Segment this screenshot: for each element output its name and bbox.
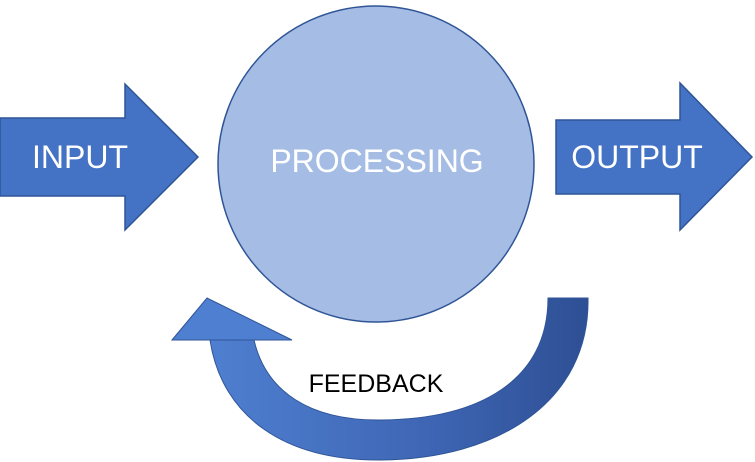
feedback-label: FEEDBACK [309, 370, 444, 398]
feedback-arrow: FEEDBACK [170, 297, 589, 461]
output-arrow: OUTPUT [555, 81, 754, 232]
input-arrow-shape [0, 82, 200, 232]
processing-node: PROCESSING [217, 5, 535, 323]
input-label: INPUT [32, 139, 128, 175]
feedback-arrow-head [170, 297, 293, 341]
processing-label: PROCESSING [270, 143, 483, 179]
output-arrow-shape [555, 81, 754, 232]
input-arrow: INPUT [0, 82, 200, 232]
output-label: OUTPUT [571, 139, 703, 175]
processing-circle [217, 5, 535, 323]
feedback-band [209, 297, 589, 461]
